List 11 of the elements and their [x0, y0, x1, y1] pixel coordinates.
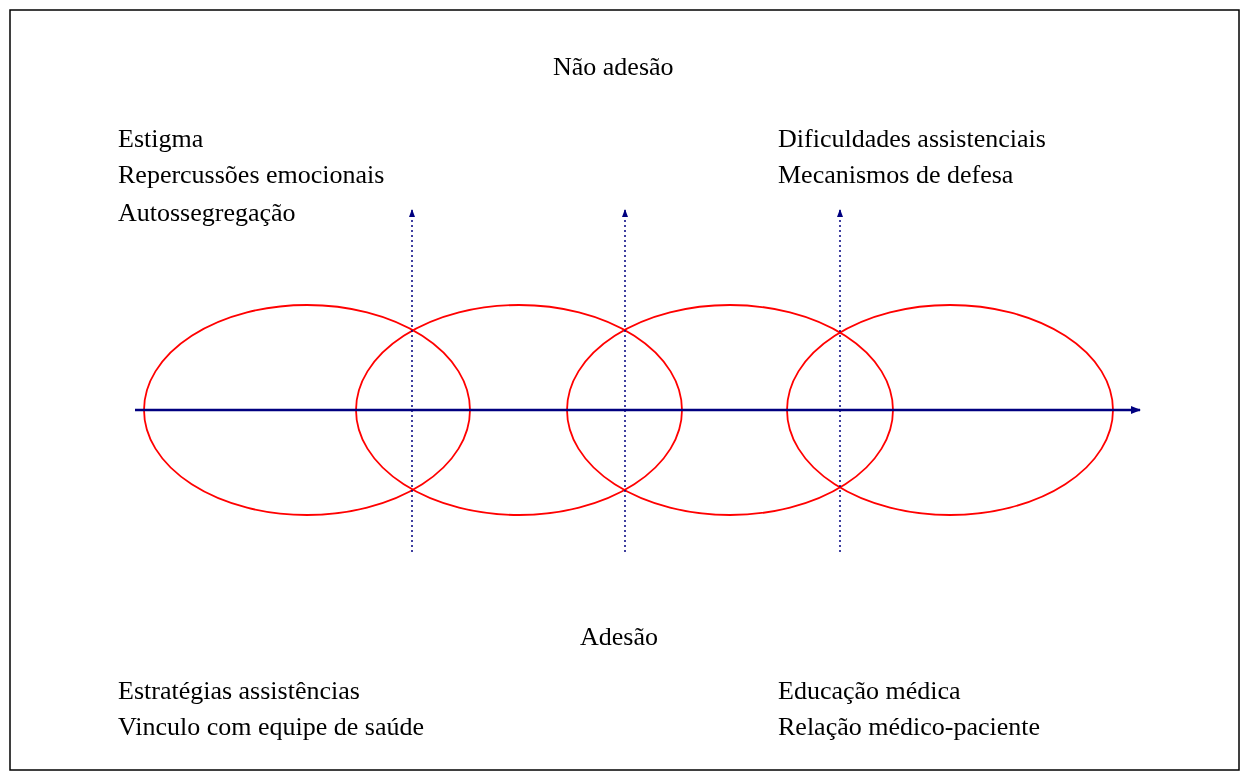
factor-text: Autossegregação	[118, 198, 296, 228]
factor-text: Repercussões emocionais	[118, 160, 385, 190]
factor-text: Estigma	[118, 124, 204, 154]
factor-text: Mecanismos de defesa	[778, 160, 1014, 190]
factor-text: Dificuldades assistenciais	[778, 124, 1046, 154]
heading-text: Adesão	[580, 622, 658, 652]
factor-text: Estratégias assistências	[118, 676, 360, 706]
factor-text: Educação médica	[778, 676, 961, 706]
factor-text: Vinculo com equipe de saúde	[118, 712, 424, 742]
heading-text: Não adesão	[553, 52, 674, 82]
factor-text: Relação médico-paciente	[778, 712, 1041, 742]
